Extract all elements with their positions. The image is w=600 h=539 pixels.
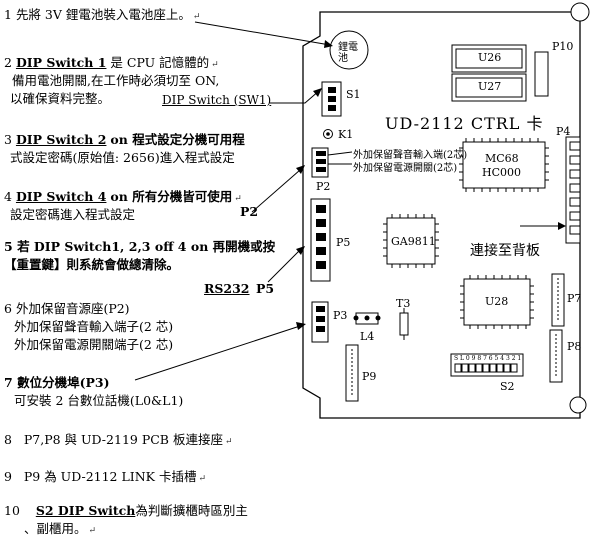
- note-7: 7 數位分機埠(P3): [4, 375, 110, 390]
- mount-hole: [570, 2, 590, 22]
- p5-label: P5: [336, 236, 351, 249]
- l4-label: L4: [360, 330, 375, 343]
- p2-label: P2: [316, 180, 331, 193]
- note-5-line2: 【重置鍵】則系統會做總清除。: [4, 257, 180, 272]
- chip-mc68-label-2: HC000: [482, 166, 522, 179]
- note-4-ref: P2: [240, 204, 259, 219]
- s1-label: S1: [346, 88, 361, 101]
- battery-holder: [329, 30, 369, 70]
- chip-mc68hc000: [462, 141, 546, 189]
- battery-label: 鋰電池: [338, 42, 358, 64]
- note-6-line3: 外加保留電源開關端子(2 芯): [14, 337, 174, 352]
- s2-label: S2: [500, 380, 515, 393]
- note-6: 6 外加保留音源座(P2): [4, 301, 130, 316]
- note-3: 3 DIP Switch 2 on 程式設定分機可用程: [4, 132, 245, 147]
- note-4: 4 DIP Switch 4 on 所有分機皆可使用↵: [4, 189, 242, 205]
- arrow-p3: [134, 325, 301, 381]
- chip-mc68-label-1: MC68: [485, 152, 519, 165]
- note-5: 5 若 DIP Switch1, 2,3 off 4 on 再開機或按: [4, 239, 276, 254]
- arrow-p2: [251, 169, 301, 213]
- arrow-battery: [194, 21, 331, 46]
- note-5-ref-rs232: RS232: [204, 281, 250, 296]
- t3-label: T3: [396, 297, 411, 310]
- note-5-ref-p5: P5: [256, 281, 275, 296]
- connector-p4: [565, 136, 581, 244]
- k1-label: K1: [338, 128, 354, 141]
- arrow-p5: [267, 249, 301, 283]
- p7-label: P7: [567, 292, 582, 305]
- note-10-line2: 、副櫃用。↵: [24, 521, 97, 537]
- note-2-ref: DIP Switch (SW1): [162, 93, 272, 107]
- p8-label: P8: [567, 340, 582, 353]
- transformer-t3: [399, 308, 409, 340]
- note-3-line2: 式設定密碼(原始值: 2656)進入程式設定: [10, 150, 235, 165]
- chip-ga9811: [386, 217, 436, 265]
- chip-u27-label: U27: [478, 80, 502, 93]
- note-4-line2: 設定密碼進入程式設定: [10, 207, 136, 222]
- note-10: 10 S2 DIP Switch為判斷擴櫃時區別主: [4, 503, 248, 518]
- backplane-label: 連接至背板: [470, 243, 540, 259]
- chip-ga9811-label: GA9811: [391, 235, 436, 248]
- s2-digits: S L 0 9 8 7 6 5 4 3 2 1: [454, 355, 522, 362]
- note-8: 8 P7,P8 與 UD-2119 PCB 板連接座↵: [4, 432, 233, 448]
- p4-label: P4: [556, 125, 571, 138]
- mount-hole: [569, 396, 587, 414]
- inductor-l4: [353, 312, 381, 325]
- chip-u28-label: U28: [485, 295, 509, 308]
- note-9: 9 P9 為 UD-2112 LINK 卡插槽↵: [4, 469, 207, 485]
- p10-label: P10: [552, 40, 574, 53]
- note-2-line3: 以確保資料完整。: [10, 91, 111, 106]
- chip-u26-label: U26: [478, 51, 502, 64]
- note-1: 1 先將 3V 鋰電池裝入電池座上。↵: [4, 7, 201, 23]
- connector-p10: [534, 51, 549, 97]
- p2-note-1: 外加保留聲音輸入端(2芯): [353, 150, 468, 161]
- board-title: UD-2112 CTRL 卡: [385, 114, 544, 133]
- note-2: 2 DIP Switch 1 是 CPU 記憶體的↵: [4, 55, 219, 71]
- p2-note-2: 外加保留電源開關(2芯): [353, 163, 458, 174]
- note-7-line2: 可安裝 2 台數位話機(L0&L1): [14, 393, 184, 408]
- note-2-line2: 備用電池開關,在工作時必須切至 ON,: [12, 73, 220, 88]
- p3-label: P3: [333, 309, 348, 322]
- arrow-s1: [270, 89, 321, 104]
- p9-label: P9: [362, 370, 377, 383]
- note-6-line2: 外加保留聲音輸入端子(2 芯): [14, 319, 174, 334]
